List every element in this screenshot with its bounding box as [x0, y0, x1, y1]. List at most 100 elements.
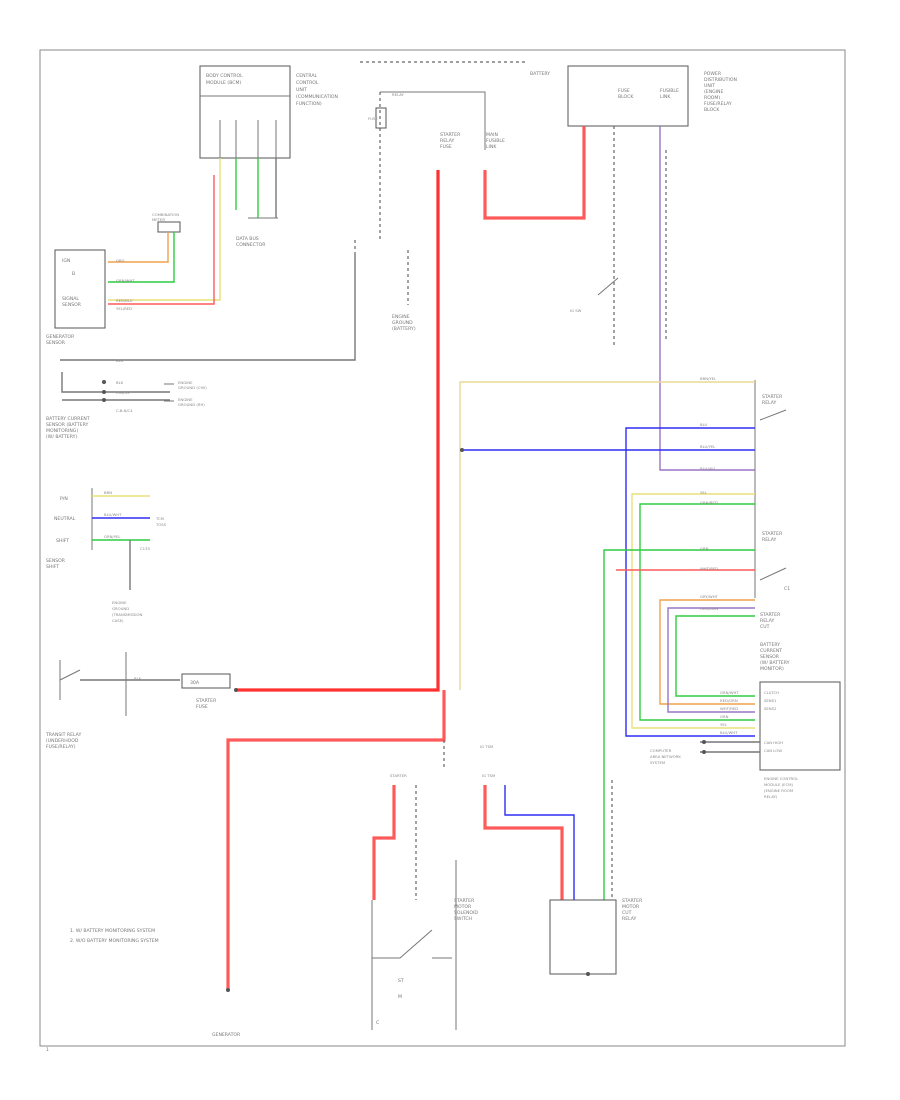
svg-text:STARTER: STARTER — [760, 612, 781, 618]
svg-text:ENGINE CONTROL: ENGINE CONTROL — [764, 776, 799, 781]
svg-text:GRN/WHT: GRN/WHT — [720, 690, 739, 695]
svg-text:CAN LOW: CAN LOW — [764, 748, 782, 753]
svg-text:BLU/WHT: BLU/WHT — [720, 730, 738, 735]
svg-text:MAIN: MAIN — [486, 132, 498, 138]
svg-text:MONITOR): MONITOR) — [760, 666, 784, 672]
svg-text:(ENGINE ROOM: (ENGINE ROOM — [764, 788, 793, 793]
svg-text:BRN: BRN — [104, 490, 112, 495]
svg-text:GRN/WHT: GRN/WHT — [116, 278, 135, 283]
svg-text:SENS1: SENS1 — [764, 698, 777, 703]
svg-text:BLU/VIO: BLU/VIO — [700, 466, 715, 471]
svg-text:TRANSIT RELAY: TRANSIT RELAY — [45, 732, 81, 738]
svg-text:IG TSM: IG TSM — [482, 773, 495, 778]
power-distribution-box: BATTERY FUSE BLOCK FUSIBLE LINK POWER DI… — [530, 65, 737, 127]
svg-text:C: C — [376, 1020, 379, 1026]
svg-text:STARTER: STARTER — [196, 698, 217, 704]
svg-text:(W/ BATTERY: (W/ BATTERY — [760, 660, 790, 666]
svg-text:YEL: YEL — [720, 722, 728, 727]
diagram-frame — [39, 49, 846, 1047]
svg-text:C133: C133 — [140, 546, 150, 551]
svg-text:CURRENT: CURRENT — [760, 648, 782, 654]
svg-text:MODULE (BCM): MODULE (BCM) — [206, 80, 241, 86]
svg-text:ENGINE: ENGINE — [392, 314, 410, 320]
svg-text:YEL/RED: YEL/RED — [116, 306, 132, 311]
svg-text:CASE): CASE) — [112, 618, 124, 623]
svg-text:GROUND: GROUND — [112, 606, 129, 611]
svg-text:C34/53: C34/53 — [116, 390, 130, 395]
svg-text:SWITCH: SWITCH — [454, 916, 472, 922]
starter-solenoid: ST M C STARTER MOTOR SOLENOID SWITCH — [371, 860, 478, 1030]
svg-text:CENTRAL: CENTRAL — [296, 73, 318, 79]
svg-text:GROUND (RH): GROUND (RH) — [178, 402, 205, 407]
svg-text:ENGINE: ENGINE — [178, 397, 193, 402]
svg-text:FUNCTION): FUNCTION) — [296, 101, 322, 107]
svg-text:(ENGINE: (ENGINE — [704, 89, 723, 95]
svg-text:ST: ST — [398, 978, 404, 984]
svg-text:IG TSM: IG TSM — [480, 744, 493, 749]
svg-text:C1: C1 — [784, 586, 790, 592]
svg-text:30A: 30A — [190, 680, 200, 686]
svg-text:GRN/YEL: GRN/YEL — [104, 534, 121, 539]
neutral-switch: P/N NEUTRAL SHIFT SENSOR SHIFT — [46, 488, 93, 570]
svg-text:SENSOR: SENSOR — [760, 654, 780, 660]
svg-text:BATTERY: BATTERY — [760, 642, 780, 648]
svg-text:GROUND: GROUND — [392, 320, 413, 326]
svg-text:CONTROL: CONTROL — [296, 80, 319, 86]
svg-text:BATTERY: BATTERY — [530, 71, 550, 77]
svg-text:CUT: CUT — [622, 910, 632, 916]
svg-text:STARTER: STARTER — [390, 773, 407, 778]
svg-text:GRN/RED: GRN/RED — [700, 500, 718, 505]
svg-text:RELAY): RELAY) — [764, 794, 778, 799]
svg-text:ORG/GRN: ORG/GRN — [700, 606, 718, 611]
svg-text:LINK: LINK — [486, 144, 497, 150]
svg-text:WHT/RED: WHT/RED — [720, 706, 738, 711]
svg-text:FUSE: FUSE — [196, 704, 208, 710]
svg-text:ROOM): ROOM) — [704, 95, 720, 101]
svg-text:MODULE (ECM): MODULE (ECM) — [764, 782, 793, 787]
svg-text:SYSTEM: SYSTEM — [650, 760, 665, 765]
svg-text:MONITORING): MONITORING) — [46, 428, 78, 434]
legend-note-1: 1. W/ BATTERY MONITORING SYSTEM — [70, 928, 155, 934]
svg-text:BLU: BLU — [700, 422, 708, 427]
svg-text:BODY CONTROL: BODY CONTROL — [206, 73, 243, 79]
svg-text:STARTER: STARTER — [622, 898, 643, 904]
svg-text:BATTERY CURRENT: BATTERY CURRENT — [46, 416, 90, 422]
svg-text:BLU/WHT: BLU/WHT — [104, 512, 122, 517]
svg-text:MOTOR: MOTOR — [622, 904, 640, 910]
svg-text:(TRANSMISSION: (TRANSMISSION — [112, 612, 142, 617]
svg-text:(BATTERY): (BATTERY) — [392, 326, 416, 332]
svg-text:FUSIBLE: FUSIBLE — [660, 88, 679, 94]
svg-text:LINK: LINK — [660, 94, 671, 100]
svg-text:NEUTRAL: NEUTRAL — [54, 516, 76, 522]
svg-text:BLOCK: BLOCK — [618, 94, 634, 100]
svg-text:SENSOR (BATTERY: SENSOR (BATTERY — [46, 422, 88, 428]
svg-text:B: B — [72, 271, 75, 277]
svg-text:UNIT: UNIT — [296, 87, 307, 93]
svg-text:AREA NETWORK: AREA NETWORK — [650, 754, 681, 759]
svg-text:METER: METER — [152, 217, 165, 222]
svg-text:RED/GRN: RED/GRN — [720, 698, 738, 703]
svg-text:UNIT: UNIT — [704, 83, 715, 89]
svg-text:BLK: BLK — [116, 380, 124, 385]
svg-text:ENGINE: ENGINE — [112, 600, 127, 605]
svg-text:RELAY: RELAY — [392, 92, 405, 97]
svg-text:RELAY: RELAY — [622, 916, 637, 922]
engine-control-module: STARTER RELAY STARTER RELAY C1 STARTER R… — [754, 380, 790, 672]
svg-text:FUSE: FUSE — [440, 144, 452, 150]
svg-text:M: M — [398, 994, 402, 1000]
svg-text:P/N: P/N — [60, 496, 68, 502]
legend-note-2: 2. W/O BATTERY MONITORING SYSTEM — [70, 938, 159, 944]
svg-text:BLK: BLK — [134, 676, 142, 681]
svg-text:RELAY: RELAY — [762, 537, 777, 543]
svg-text:COMBINATION: COMBINATION — [152, 212, 179, 217]
svg-text:WHT/RED: WHT/RED — [700, 566, 718, 571]
svg-text:GRN: GRN — [700, 546, 709, 551]
svg-text:FUSE/RELAY: FUSE/RELAY — [704, 101, 732, 107]
legend: 1. W/ BATTERY MONITORING SYSTEM 2. W/O B… — [70, 928, 159, 944]
svg-text:GENERATOR: GENERATOR — [212, 1032, 241, 1038]
svg-text:STARTER: STARTER — [762, 394, 783, 400]
svg-text:STARTER: STARTER — [454, 898, 475, 904]
svg-text:FUSIBLE: FUSIBLE — [486, 138, 505, 144]
svg-text:CAN HIGH: CAN HIGH — [764, 740, 783, 745]
